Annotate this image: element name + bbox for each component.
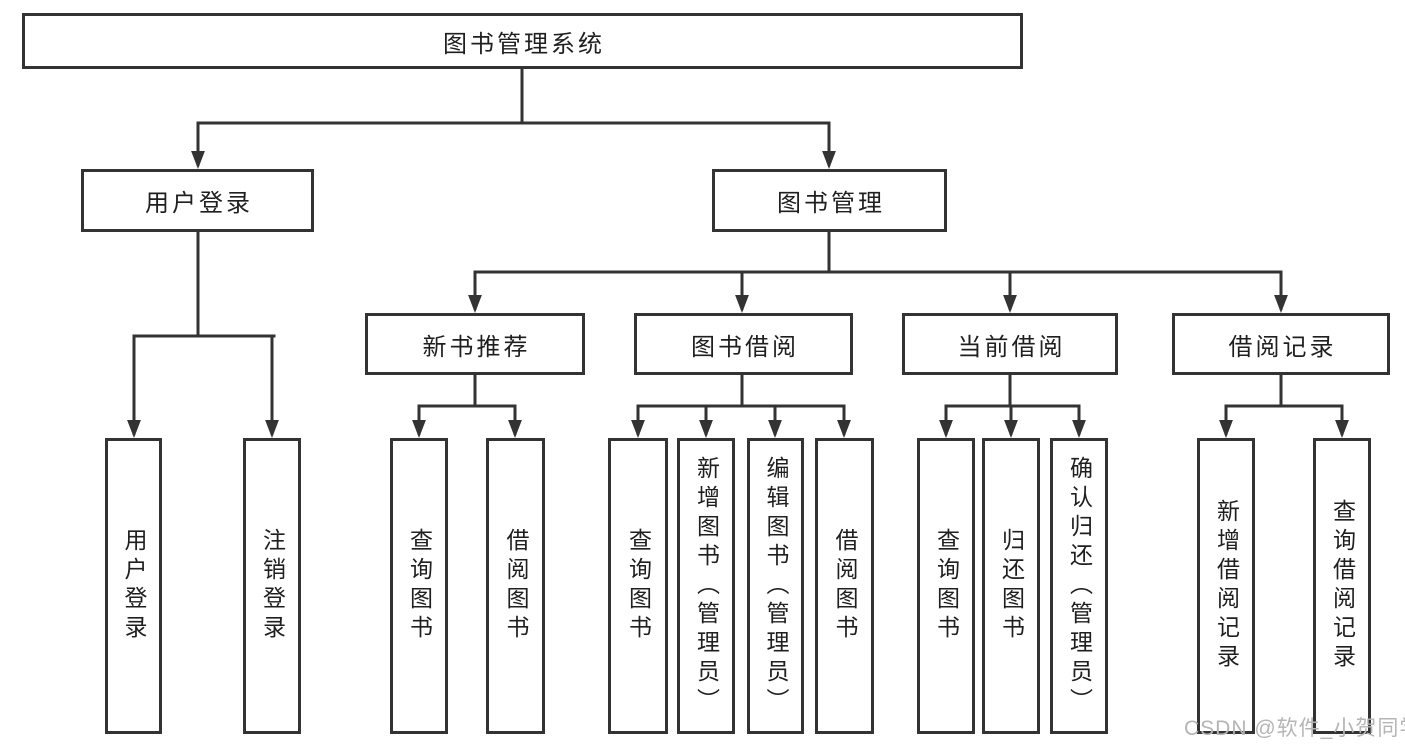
- leaf-query-books-2-label: 查询图书: [625, 528, 652, 644]
- node-book-management-branch: 图书管理: [712, 169, 947, 232]
- leaf-borrow-books-1: 借阅图书: [486, 438, 545, 734]
- leaf-query-books-3: 查询图书: [917, 438, 975, 734]
- leaf-confirm-return-admin: 确认归还（管理员）: [1050, 438, 1108, 734]
- management-connectors: [468, 232, 1288, 313]
- leaf-borrow-books-2: 借阅图书: [815, 438, 874, 734]
- book-borrow-connectors: [631, 375, 851, 438]
- leaf-return-books-label: 归还图书: [998, 528, 1025, 644]
- login-connectors: [127, 232, 279, 438]
- leaf-user-login: 用户登录: [105, 438, 162, 734]
- leaf-edit-books-admin: 编辑图书（管理员）: [747, 438, 804, 734]
- current-borrow-connectors: [939, 375, 1086, 438]
- node-new-book-recommend: 新书推荐: [365, 313, 585, 375]
- new-books-connectors: [412, 375, 522, 438]
- leaf-edit-books-admin-label: 编辑图书（管理员）: [763, 455, 789, 717]
- borrow-records-connectors: [1219, 375, 1349, 438]
- leaf-query-borrow-record: 查询借阅记录: [1313, 438, 1371, 734]
- leaf-query-books-1-label: 查询图书: [406, 528, 433, 644]
- node-root-system: 图书管理系统: [22, 13, 1023, 69]
- leaf-borrow-books-1-label: 借阅图书: [503, 528, 529, 644]
- node-user-login-branch: 用户登录: [81, 169, 314, 232]
- root-connectors: [191, 69, 836, 169]
- leaf-query-borrow-record-label: 查询借阅记录: [1329, 499, 1356, 673]
- leaf-add-books-admin: 新增图书（管理员）: [677, 438, 735, 734]
- leaf-user-login-label: 用户登录: [121, 528, 147, 644]
- node-borrowing-records: 借阅记录: [1172, 313, 1390, 375]
- leaf-add-books-admin-label: 新增图书（管理员）: [693, 455, 720, 717]
- leaf-add-borrow-record: 新增借阅记录: [1197, 438, 1255, 734]
- leaf-query-books-2: 查询图书: [608, 438, 668, 734]
- leaf-query-books-1: 查询图书: [390, 438, 448, 734]
- leaf-logout: 注销登录: [243, 438, 301, 734]
- leaf-query-books-3-label: 查询图书: [933, 528, 960, 644]
- leaf-return-books: 归还图书: [982, 438, 1040, 734]
- leaf-logout-label: 注销登录: [259, 528, 286, 644]
- node-book-borrowing: 图书借阅: [634, 313, 853, 375]
- node-current-borrowing: 当前借阅: [902, 313, 1118, 375]
- leaf-add-borrow-record-label: 新增借阅记录: [1213, 499, 1240, 673]
- csdn-watermark: CSDN @软件_小贺同学: [1184, 717, 1405, 740]
- leaf-borrow-books-2-label: 借阅图书: [832, 528, 858, 644]
- leaf-confirm-return-admin-label: 确认归还（管理员）: [1066, 455, 1093, 717]
